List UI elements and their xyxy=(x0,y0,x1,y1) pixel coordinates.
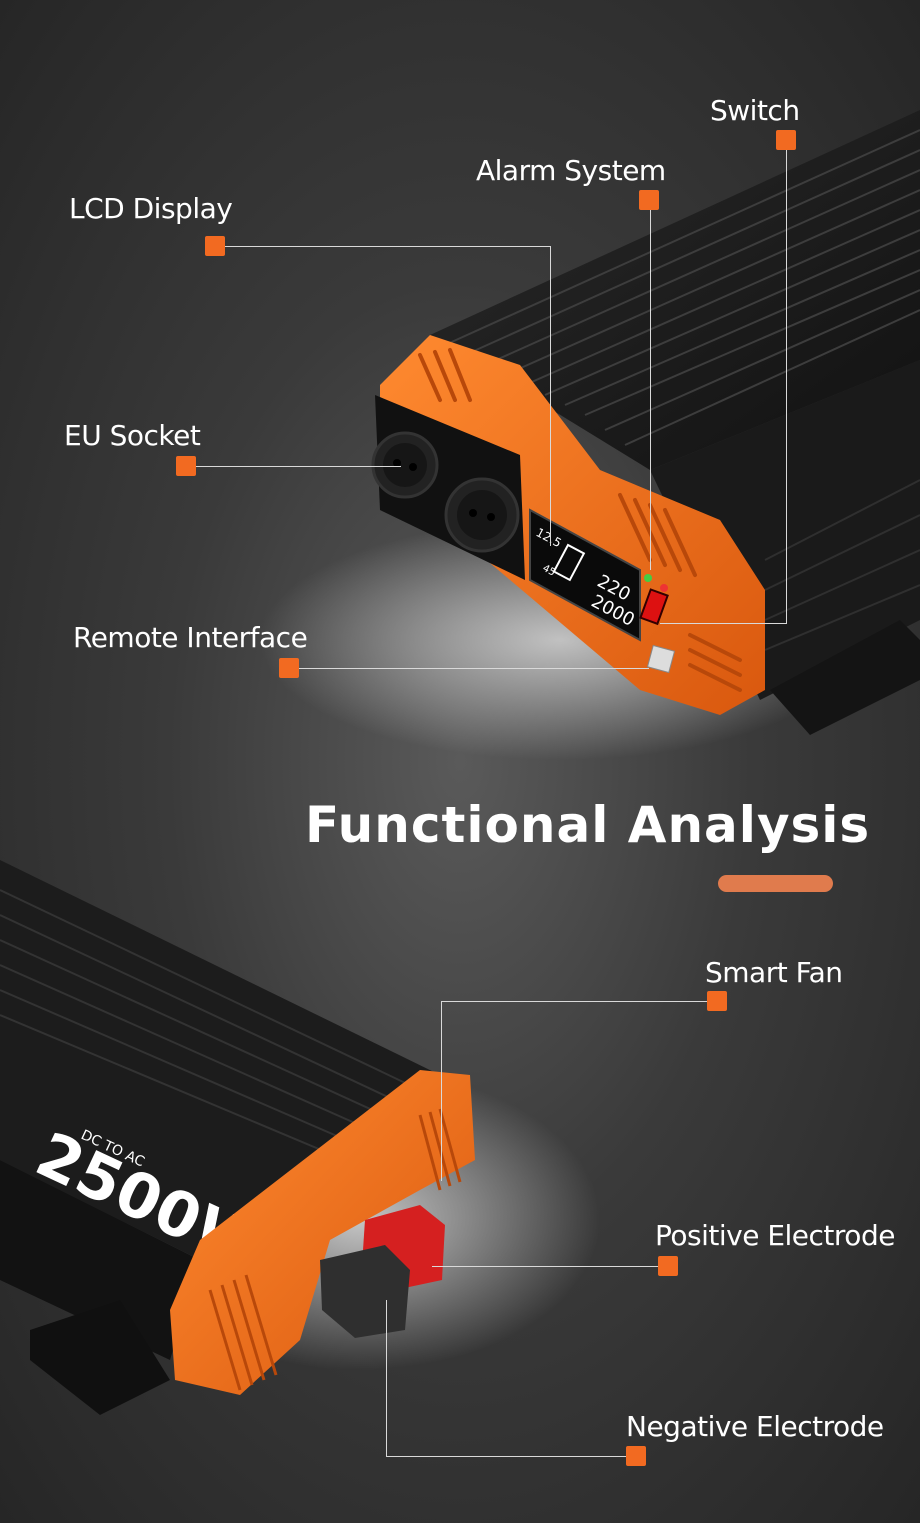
negative-callout-line-h xyxy=(386,1456,636,1457)
positive-marker xyxy=(658,1256,678,1276)
alarm-led-green xyxy=(644,574,652,582)
lcd-label: LCD Display xyxy=(69,192,233,225)
fan-callout-line-h xyxy=(441,1001,717,1002)
top-inverter-illustration: 220 2000 12.5 45 xyxy=(260,110,920,760)
rear-housing xyxy=(170,1070,475,1395)
headline-underline xyxy=(718,875,833,892)
alarm-marker xyxy=(639,190,659,210)
alarm-callout-line xyxy=(650,200,651,570)
negative-terminal xyxy=(320,1245,410,1338)
front-housing xyxy=(380,335,765,715)
fan-callout-line-v xyxy=(441,1001,442,1181)
alarm-led-red xyxy=(660,584,668,592)
fan-label: Smart Fan xyxy=(705,956,843,989)
bottom-inverter-illustration: DC TO AC 2500W xyxy=(0,860,600,1415)
switch-label: Switch xyxy=(710,94,800,127)
positive-label: Positive Electrode xyxy=(655,1219,895,1252)
lcd-callout-line-h xyxy=(215,246,551,247)
lcd-screen xyxy=(529,508,641,642)
socket-callout-line xyxy=(186,466,401,467)
remote-marker xyxy=(279,658,299,678)
alarm-label: Alarm System xyxy=(476,154,666,187)
lcd-temp: 45 xyxy=(541,563,557,579)
socket-marker xyxy=(176,456,196,476)
negative-marker xyxy=(626,1446,646,1466)
negative-label: Negative Electrode xyxy=(626,1410,884,1443)
negative-callout-line-v xyxy=(386,1300,387,1456)
switch-callout-line-h xyxy=(660,623,787,624)
power-switch xyxy=(639,588,669,626)
switch-marker xyxy=(776,130,796,150)
socket-label: EU Socket xyxy=(64,419,201,452)
switch-callout-line-v xyxy=(786,140,787,624)
positive-callout-line xyxy=(432,1266,668,1267)
remote-port xyxy=(646,644,676,674)
remote-callout-line xyxy=(289,668,649,669)
lcd-marker xyxy=(205,236,225,256)
lcd-callout-line-v xyxy=(550,246,551,546)
page-headline: Functional Analysis xyxy=(305,796,871,854)
heatsink-top xyxy=(430,110,920,470)
heatsink-body xyxy=(0,860,440,1260)
remote-label: Remote Interface xyxy=(73,621,308,654)
fan-marker xyxy=(707,991,727,1011)
